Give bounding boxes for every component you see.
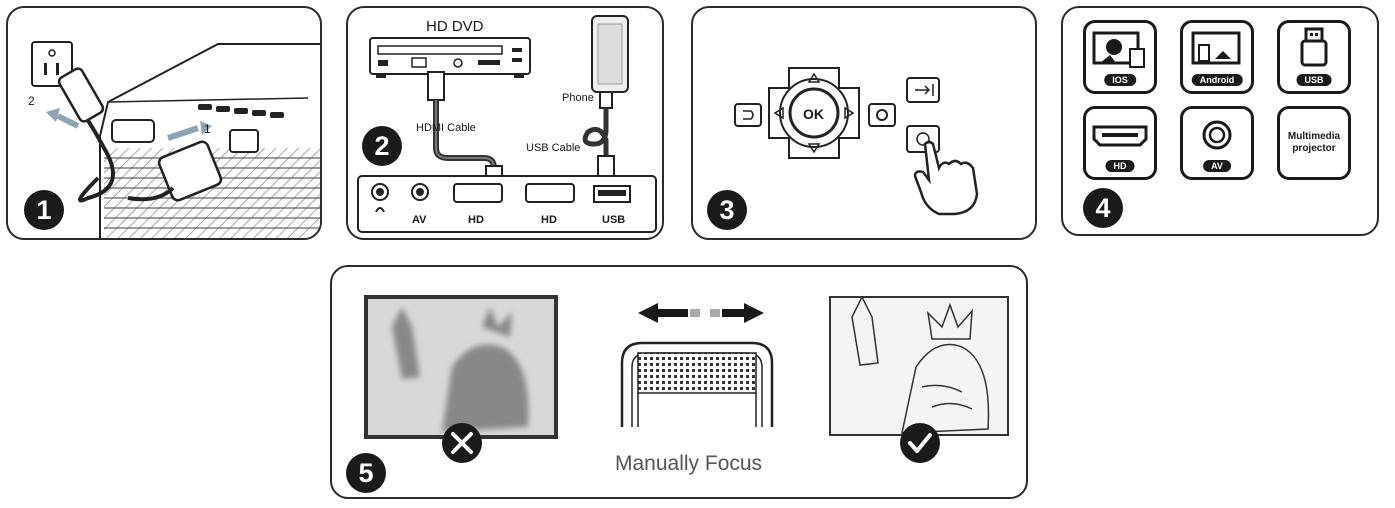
source-tile-ios: IOS	[1083, 20, 1157, 94]
port-label-av: AV	[412, 214, 427, 226]
step-4-source-panel: IOS Android USB HD AV Multimedia project	[1061, 6, 1379, 236]
step-number-1: 1	[24, 190, 64, 230]
connection-illustration	[357, 15, 657, 233]
tile-label-multimedia-projector: Multimedia projector	[1287, 131, 1341, 154]
projector-power-illustration	[31, 41, 320, 238]
arrow-right-icon	[744, 303, 764, 323]
hdmi-icon	[1092, 125, 1148, 147]
focus-illustration	[364, 295, 1009, 463]
arrow-left-icon	[638, 303, 658, 323]
manually-focus-title: Manually Focus	[615, 452, 763, 475]
source-tile-multimedia: Multimedia projector	[1277, 106, 1351, 180]
ok-button-label: OK	[803, 106, 824, 122]
correct-icon	[900, 423, 940, 463]
step-3-remote-panel: OK 3	[691, 6, 1037, 240]
sharp-image	[829, 295, 1009, 436]
arrow-label-2: 2	[28, 94, 35, 108]
usb-drive-icon	[1300, 27, 1328, 67]
step-number-4: 4	[1083, 188, 1123, 228]
hd-dvd-label: HD DVD	[426, 18, 484, 35]
source-tile-hd: HD	[1083, 106, 1157, 180]
port-label-usb: USB	[602, 214, 626, 226]
source-tile-android: Android	[1180, 20, 1254, 94]
arrow-label-1: 1	[204, 122, 211, 136]
tile-label-android: Android	[1191, 74, 1243, 86]
step-5-focus-panel: Manually Focus 5	[330, 265, 1028, 499]
phone-label: Phone	[562, 92, 594, 104]
tile-label-av: AV	[1203, 160, 1231, 172]
step-1-power-panel: 1 2 1	[6, 6, 322, 240]
step-number-3: 3	[707, 190, 747, 230]
hdmi-cable-label: HDMI Cable	[416, 122, 476, 134]
source-tile-usb: USB	[1277, 20, 1351, 94]
usb-cable-label: USB Cable	[526, 142, 581, 154]
source-tile-av: AV	[1180, 106, 1254, 180]
step-number-2: 2	[362, 126, 402, 166]
av-port-icon	[1202, 120, 1232, 150]
blurry-image	[364, 295, 558, 439]
port-label-hd-2: HD	[541, 214, 557, 226]
tile-label-usb: USB	[1296, 74, 1332, 86]
android-screen-mirror-icon	[1191, 31, 1241, 65]
step-2-connect-panel: HD DVD Phone HDMI Cable USB Cable AV HD …	[346, 6, 664, 240]
phone-screen-mirror-icon	[1092, 31, 1145, 68]
port-label-hd-1: HD	[468, 214, 484, 226]
tile-label-ios: IOS	[1104, 74, 1136, 86]
tile-label-hd: HD	[1105, 160, 1135, 172]
remote-control-illustration	[734, 67, 979, 216]
step-number-5: 5	[346, 453, 386, 493]
focus-ring-illustration	[620, 341, 774, 427]
